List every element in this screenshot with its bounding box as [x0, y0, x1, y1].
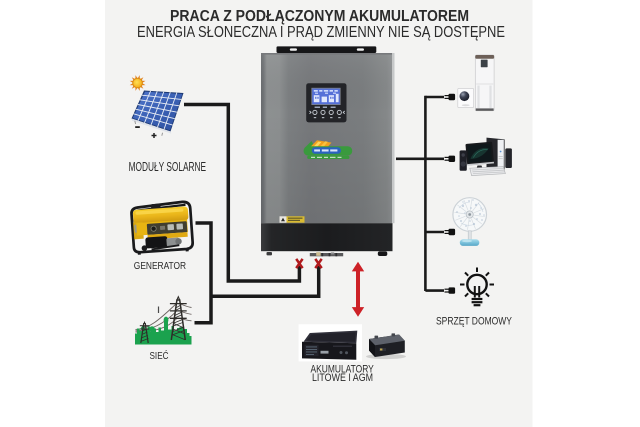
svg-text:LITOWE I AGM: LITOWE I AGM — [312, 372, 373, 384]
svg-text:SIEĆ: SIEĆ — [150, 349, 169, 362]
svg-text:ENERGIA SŁONECZNA I PRĄD ZMIEN: ENERGIA SŁONECZNA I PRĄD ZMIENNY NIE SĄ … — [137, 24, 505, 41]
svg-text:SPRZĘT DOMOWY: SPRZĘT DOMOWY — [436, 315, 513, 327]
svg-text:AKUMULATORY: AKUMULATORY — [311, 364, 374, 376]
svg-text:MODUŁY SOLARNE: MODUŁY SOLARNE — [129, 159, 207, 174]
svg-text:GENERATOR: GENERATOR — [134, 260, 187, 272]
svg-text:PRACA Z PODŁĄCZONYM AKUMULATOR: PRACA Z PODŁĄCZONYM AKUMULATOREM — [170, 8, 469, 25]
